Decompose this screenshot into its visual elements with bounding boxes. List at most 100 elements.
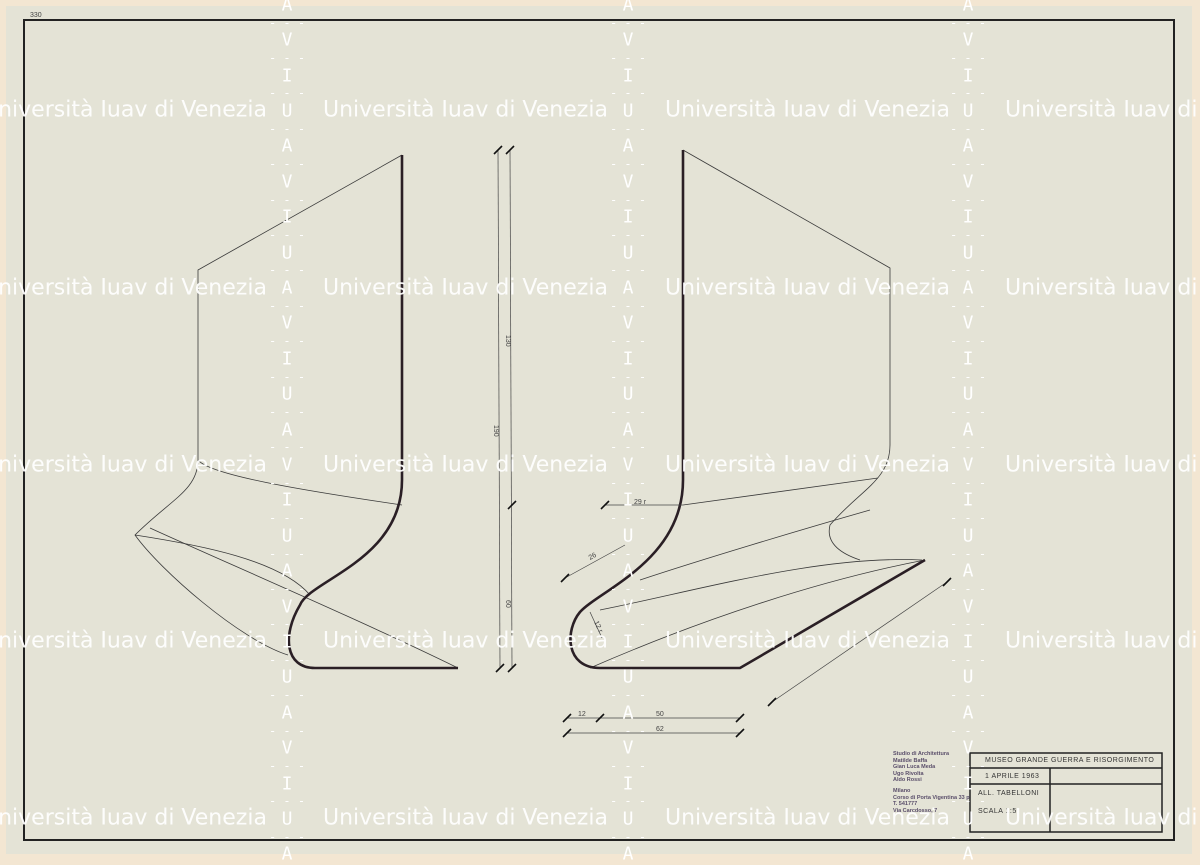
watermark-letter: A [622, 135, 634, 157]
watermark-letter: U [281, 525, 293, 547]
watermark-letter: A [622, 419, 634, 441]
dim-50: 50 [656, 711, 664, 718]
watermark-separator: - - - [609, 475, 647, 490]
drawing-subject: ALL. TABELLONI [978, 790, 1040, 797]
watermark-letter: I [622, 65, 634, 87]
watermark-text: Università Iuav di Venezia [665, 628, 950, 654]
watermark-separator: - - - [268, 157, 306, 172]
watermark-letter: I [281, 489, 293, 511]
drawing-date: 1 APRILE 1963 [985, 773, 1040, 780]
watermark-letter: A [281, 277, 293, 299]
watermark-separator: - - - [609, 50, 647, 65]
watermark-letter: A [962, 0, 974, 16]
watermark-letter: A [281, 702, 293, 724]
watermark-letter: A [962, 843, 974, 865]
watermark-letter: U [962, 100, 974, 122]
watermark-letter: U [622, 666, 634, 688]
watermark-separator: - - - [268, 511, 306, 526]
watermark-separator: - - - [949, 15, 987, 30]
watermark-separator: - - - [949, 121, 987, 136]
watermark-letter: U [962, 525, 974, 547]
watermark-separator: - - - [609, 758, 647, 773]
watermark-separator: - - - [268, 794, 306, 809]
watermark-separator: - - - [268, 723, 306, 738]
watermark-separator: - - - [268, 192, 306, 207]
left-panel-construction-lines [134, 154, 459, 669]
watermark-separator: - - - [268, 617, 306, 632]
watermark-letter: A [622, 560, 634, 582]
watermark-text: Università Iuav di Venezia [0, 628, 267, 654]
watermark-letter: I [962, 773, 974, 795]
watermark-separator: - - - [268, 50, 306, 65]
watermark-separator: - - - [949, 688, 987, 703]
watermark-separator: - - - [609, 794, 647, 809]
watermark-letter: A [281, 419, 293, 441]
watermark-letter: U [281, 808, 293, 830]
watermark-text: Università Iuav di Venezia [1005, 628, 1200, 654]
watermark-separator: - - - [268, 546, 306, 561]
watermark-letter: V [281, 171, 293, 193]
watermark-text: Università Iuav di Venezia [1005, 275, 1200, 301]
watermark-separator: - - - [949, 794, 987, 809]
watermark-separator: - - - [949, 546, 987, 561]
watermark-separator: - - - [949, 50, 987, 65]
watermark-separator: - - - [609, 546, 647, 561]
watermark-separator: - - - [268, 298, 306, 313]
dimension-ticks [493, 145, 952, 738]
watermark-separator: - - - [609, 829, 647, 844]
watermark-separator: - - - [609, 334, 647, 349]
watermark-separator: - - - [949, 263, 987, 278]
watermark-text: Università Iuav di Venezia [323, 452, 608, 478]
watermark-letter: A [281, 560, 293, 582]
watermark-letter: V [622, 171, 634, 193]
watermark-letter: I [622, 489, 634, 511]
watermark-separator: - - - [949, 475, 987, 490]
watermark-letter: I [281, 348, 293, 370]
watermark-letter: V [962, 454, 974, 476]
watermark-letter: A [962, 277, 974, 299]
watermark-separator: - - - [609, 227, 647, 242]
drawing-sheet [6, 6, 1192, 854]
watermark-separator: - - - [268, 15, 306, 30]
watermark-separator: - - - [268, 688, 306, 703]
watermark-separator: - - - [609, 723, 647, 738]
dim-12: 12 [578, 711, 586, 718]
watermark-letter: U [622, 808, 634, 830]
watermark-letter: A [962, 419, 974, 441]
watermark-text: Università Iuav di Venezia [323, 97, 608, 123]
watermark-separator: - - - [949, 298, 987, 313]
watermark-letter: U [622, 100, 634, 122]
watermark-letter: I [622, 631, 634, 653]
watermark-separator: - - - [609, 404, 647, 419]
watermark-separator: - - - [949, 227, 987, 242]
dim-29r: 29 r [634, 499, 647, 506]
project-title: MUSEO GRANDE GUERRA E RISORGIMENTO [985, 757, 1155, 764]
dim-130: 130 [504, 335, 511, 347]
watermark-letter: U [622, 525, 634, 547]
watermark-letter: V [962, 29, 974, 51]
watermark-separator: - - - [609, 121, 647, 136]
watermark-separator: - - - [949, 581, 987, 596]
watermark-letter: A [962, 135, 974, 157]
watermark-separator: - - - [268, 475, 306, 490]
watermark-letter: V [622, 312, 634, 334]
watermark-text: Università Iuav di Venezia [1005, 805, 1200, 831]
watermark-separator: - - - [609, 581, 647, 596]
watermark-separator: - - - [268, 404, 306, 419]
watermark-letter: I [281, 773, 293, 795]
watermark-letter: A [962, 702, 974, 724]
watermark-letter: V [281, 596, 293, 618]
watermark-letter: I [622, 773, 634, 795]
watermark-separator: - - - [268, 121, 306, 136]
right-panel-profile [569, 150, 926, 670]
watermark-letter: A [622, 843, 634, 865]
watermark-letter: V [962, 596, 974, 618]
watermark-letter: V [281, 454, 293, 476]
watermark-separator: - - - [949, 369, 987, 384]
sheet-border [23, 19, 1175, 841]
watermark-separator: - - - [268, 227, 306, 242]
watermark-separator: - - - [609, 369, 647, 384]
watermark-separator: - - - [268, 334, 306, 349]
